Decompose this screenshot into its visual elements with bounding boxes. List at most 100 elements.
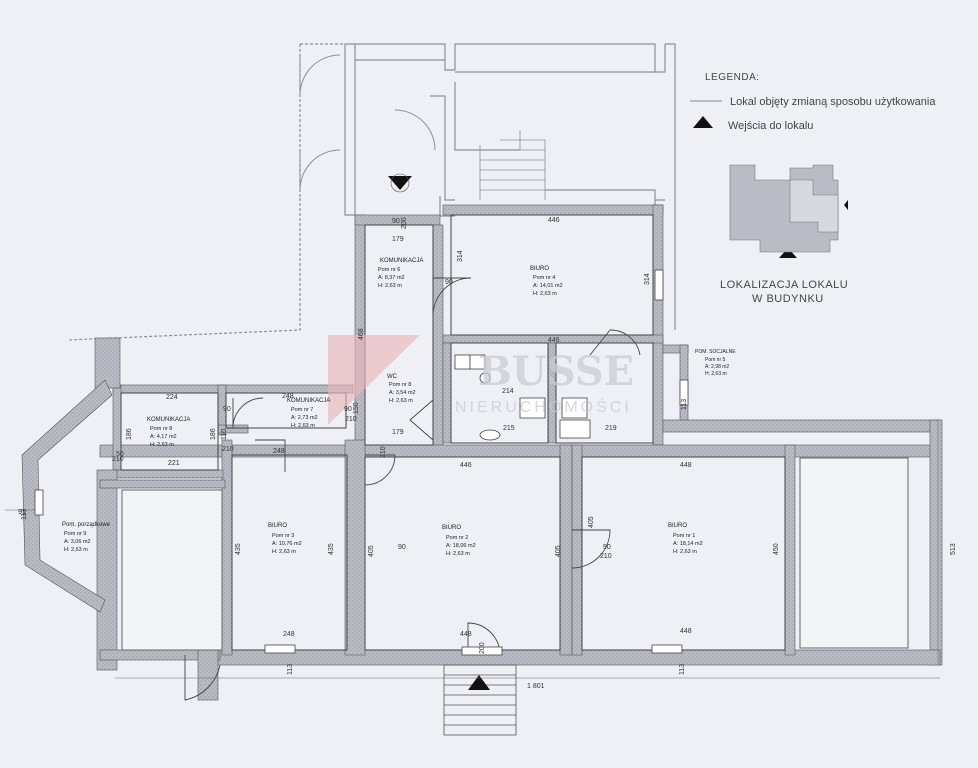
room-8-name: KOMUNIKACJA xyxy=(147,417,190,423)
dim-label: 200 xyxy=(401,217,408,229)
room-2-number: Pom nr 2 xyxy=(446,535,468,541)
stairs-bottom xyxy=(443,664,517,736)
dim-label: 224 xyxy=(166,394,178,401)
neighbor-area xyxy=(799,457,909,649)
dim-label: 150 xyxy=(353,402,360,414)
dim-label: 314 xyxy=(644,273,651,285)
dim-label: 186 xyxy=(210,428,217,440)
unit-walls xyxy=(94,204,943,701)
dim-label: 446 xyxy=(548,217,560,224)
room-5-height: H: 2,63 m xyxy=(705,371,727,377)
stairs-upper xyxy=(479,130,546,200)
dim-label: 219 xyxy=(605,425,617,432)
dim-label: 446 xyxy=(548,337,560,344)
dim-label: 113 xyxy=(679,664,686,675)
room-4-number: Pom nr 4 xyxy=(533,275,555,281)
room-1-name: BIURO xyxy=(668,523,687,529)
dim-label: 448 xyxy=(680,628,692,635)
room-6-height: H: 2,63 m xyxy=(378,283,402,289)
room-1-number: Pom nr 1 xyxy=(673,533,695,539)
dim-label: 210 xyxy=(380,446,387,458)
dim-label: 1 801 xyxy=(527,683,545,690)
unit-doors xyxy=(184,277,641,701)
room-3-height: H: 2,63 m xyxy=(272,549,296,555)
room-1-area: A: 18,14 m2 xyxy=(673,541,703,547)
room-9-height: H: 2,63 m xyxy=(64,547,88,553)
room-5-name: POM. SOCJALNE xyxy=(695,349,736,355)
dim-label: 90 xyxy=(445,279,453,286)
room-9-area: A: 3,06 m2 xyxy=(64,539,91,545)
dim-label: 186 xyxy=(126,428,133,440)
room-6-number: Pom nr 6 xyxy=(378,267,400,273)
dim-label: 113 xyxy=(21,509,28,520)
dim-label: 113 xyxy=(681,399,688,410)
dim-label: 210 xyxy=(222,446,234,453)
room-7-name: KOMUNIKACJA xyxy=(287,398,330,404)
dim-label: 214 xyxy=(502,388,514,395)
dim-label: 248 xyxy=(273,448,285,455)
dim-label: 215 xyxy=(503,425,515,432)
legend-entrance-label: Wejścia do lokalu xyxy=(728,120,813,132)
dim-label: 179 xyxy=(392,236,404,243)
room-3-area: A: 10,76 m2 xyxy=(272,541,302,547)
dim-label: 90 xyxy=(223,406,231,413)
room-wc-number: Pom nr 8 xyxy=(389,382,411,388)
location-label-line2: W BUDYNKU xyxy=(752,293,824,305)
room-labels: BIURO Pom nr 1 A: 18,14 m2 H: 2,63 m BIU… xyxy=(62,258,736,557)
left-wing xyxy=(21,379,113,613)
dim-label: 90 xyxy=(603,544,611,551)
room-2-name: BIURO xyxy=(442,525,461,531)
dim-label: 435 xyxy=(235,543,242,555)
room-1-height: H: 2,63 m xyxy=(673,549,697,555)
dim-label: 90 xyxy=(392,218,400,225)
room-9-name: Pom. porządkowe xyxy=(62,522,111,528)
room-4-area: A: 14,01 m2 xyxy=(533,283,563,289)
location-minimap xyxy=(729,164,839,253)
room-5-number: Pom nr 5 xyxy=(705,357,726,363)
dim-label: 405 xyxy=(555,545,562,557)
building-outline-upper xyxy=(67,43,676,341)
dim-label: 179 xyxy=(392,429,404,436)
room-8-area: A: 4,17 m2 xyxy=(150,434,177,440)
room-9-number: Pom nr 9 xyxy=(64,531,86,537)
watermark-brand: BUSSE xyxy=(478,348,634,395)
dim-label: 248 xyxy=(282,393,294,400)
fixtures xyxy=(454,354,591,441)
dim-label: 405 xyxy=(588,516,595,528)
dim-label: 448 xyxy=(680,462,692,469)
dim-label: 513 xyxy=(950,543,957,555)
watermark-sub: NIERUCHOMOŚCI xyxy=(455,397,632,416)
room-2-height: H: 2,63 m xyxy=(446,551,470,557)
dim-label: 448 xyxy=(460,631,472,638)
dim-label: 210 xyxy=(112,456,124,463)
dim-label: 446 xyxy=(460,462,472,469)
room-6-area: A: 8,37 m2 xyxy=(378,275,405,281)
room-6-name: KOMUNIKACJA xyxy=(380,258,423,264)
dim-label: 91 xyxy=(18,509,26,516)
dim-label: 314 xyxy=(457,250,464,262)
room-4-name: BIURO xyxy=(530,266,549,272)
room-3-number: Pom nr 3 xyxy=(272,533,294,539)
room-5-area: A: 2,98 m2 xyxy=(705,364,729,370)
dim-label: 435 xyxy=(328,543,335,555)
dimension-labels: 446 446 446 448 448 448 448 179 179 224 … xyxy=(18,217,957,690)
room-7-height: H: 2,63 m xyxy=(291,423,315,429)
dim-label: 110 xyxy=(221,429,228,440)
room-wc-height: H: 2,63 m xyxy=(389,398,413,404)
legend-line-label: Lokal objęty zmianą sposobu użytkowania xyxy=(730,96,936,108)
windows xyxy=(34,269,689,656)
dim-label: 450 xyxy=(773,543,780,555)
room-2-area: A: 18,06 m2 xyxy=(446,543,476,549)
watermark: BUSSE NIERUCHOMOŚCI xyxy=(455,348,634,416)
dim-label: 210 xyxy=(345,416,357,423)
dim-label: 90 xyxy=(398,544,406,551)
dim-label: 210 xyxy=(600,553,612,560)
room-3-name: BIURO xyxy=(268,523,287,529)
left-neighbor-area xyxy=(121,489,223,651)
highlight-accent xyxy=(328,335,420,425)
doors-upper-left xyxy=(299,54,436,191)
dim-label: 200 xyxy=(479,642,486,654)
dim-label: 113 xyxy=(287,664,294,675)
room-7-number: Pom nr 7 xyxy=(291,407,313,413)
